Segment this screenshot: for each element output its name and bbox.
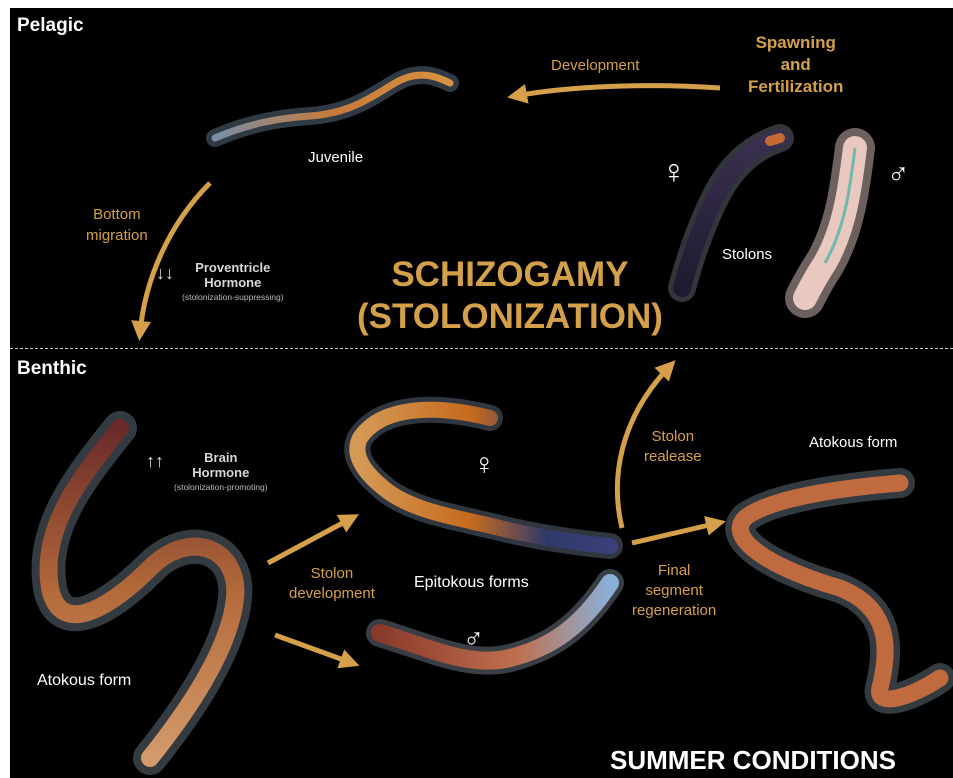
female-stolon-image	[682, 138, 780, 288]
decrease-arrows-icon: ↓↓	[156, 266, 174, 281]
schizogamy-title: SCHIZOGAMY (STOLONIZATION)	[357, 254, 663, 338]
male-epitokous-worm-image	[380, 583, 610, 661]
juvenile-label: Juvenile	[308, 149, 363, 166]
atokous-form-right-label: Atokous form	[809, 434, 897, 451]
male-stolon-image	[805, 148, 855, 298]
proventricle-hormone-label: ↓↓ Proventricle Hormone (stolonization-s…	[158, 260, 284, 305]
stolons-label: Stolons	[722, 246, 772, 263]
bottom-migration-arrow	[140, 183, 210, 333]
development-arrow	[515, 86, 720, 96]
male-symbol-icon: ♂	[887, 158, 910, 192]
benthic-zone-label: Benthic	[17, 358, 87, 380]
epitokous-forms-label: Epitokous forms	[414, 574, 529, 592]
atokous-form-left-label: Atokous form	[37, 672, 131, 690]
increase-arrows-icon: ↑↑	[146, 454, 164, 469]
stolon-development-arrow-lower	[275, 635, 352, 663]
female-symbol-icon: ♀	[661, 153, 687, 192]
development-label: Development	[551, 57, 639, 74]
juvenile-worm-image	[215, 75, 450, 138]
pelagic-benthic-divider	[10, 348, 953, 349]
atokous-worm-right-image	[740, 483, 940, 699]
summer-conditions-label: SUMMER CONDITIONS	[610, 745, 896, 776]
stolon-development-arrow-upper	[268, 518, 352, 563]
illustration-layer	[10, 8, 953, 778]
brain-hormone-label: ↑↑ Brain Hormone (stolonization-promotin…	[148, 450, 268, 495]
female-epitokous-symbol-icon: ♀	[473, 448, 496, 482]
male-epitokous-symbol-icon: ♂	[463, 623, 484, 655]
pelagic-zone-label: Pelagic	[17, 15, 84, 37]
regeneration-arrow	[632, 523, 718, 543]
